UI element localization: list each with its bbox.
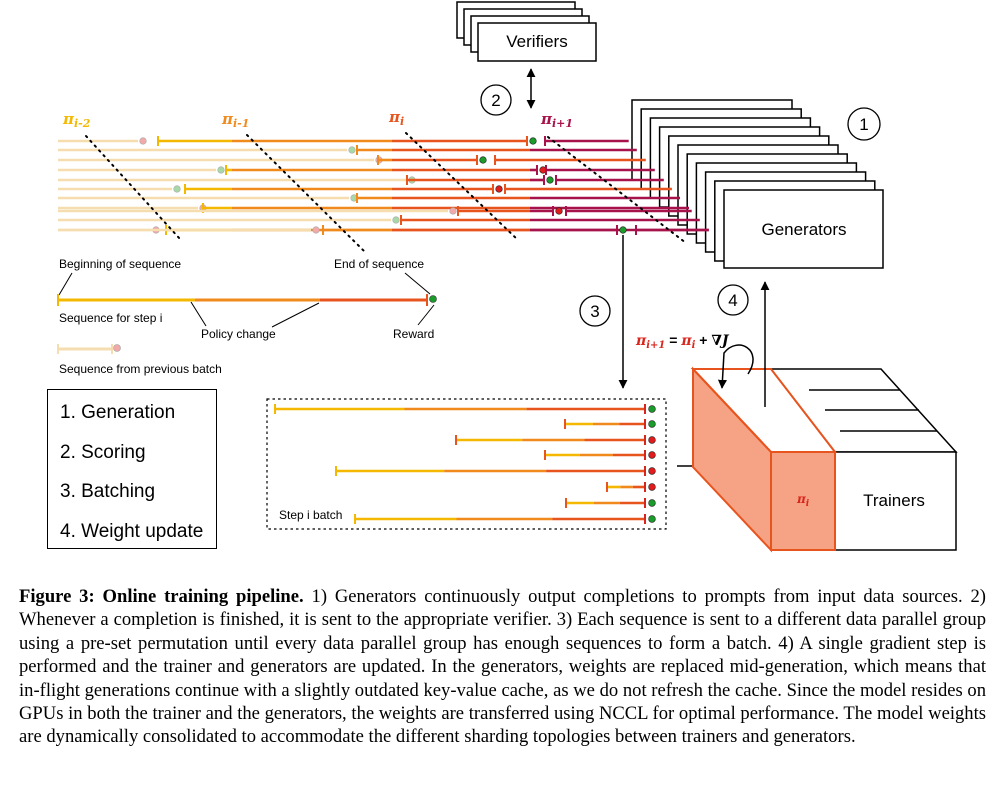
pipeline-diagram: Verifiers 2 Generators 1 πi-2 πi-1 πi πi…: [57, 1, 958, 553]
batch-reward-dot: [648, 405, 656, 413]
batch-reward-dot: [648, 436, 656, 444]
step-3-badge: 3: [579, 295, 611, 327]
reward-dot: [546, 176, 554, 184]
batch-sequences: [274, 404, 656, 524]
svg-text:3: 3: [590, 302, 599, 321]
svg-text:4: 4: [728, 291, 737, 310]
batch-reward-dot: [648, 499, 656, 507]
generation-sequences: [58, 136, 709, 235]
reward-dot: [479, 156, 487, 164]
reward-dot: [348, 146, 356, 154]
batch-reward-dot: [648, 420, 656, 428]
legend-item-weight-update: 4. Weight update: [60, 520, 204, 542]
caption-body: 1) Generators continuously output comple…: [19, 586, 986, 748]
trainers-label: Trainers: [863, 491, 925, 510]
end-label: End of sequence: [334, 257, 424, 271]
gradient-loop-arrow: [717, 344, 754, 389]
policy-label-current: πi: [388, 108, 404, 128]
policy-label-prev2: πi-2: [62, 110, 91, 130]
verifiers-label: Verifiers: [506, 32, 567, 51]
step-2-badge: 2: [480, 84, 512, 116]
legend-item-scoring: 2. Scoring: [60, 441, 146, 463]
policy-label-prev1: πi-1: [221, 110, 249, 130]
verifiers-stack: Verifiers: [456, 1, 597, 62]
batch-reward-dot: [648, 467, 656, 475]
generators-label: Generators: [761, 220, 846, 239]
reward-dot: [392, 216, 400, 224]
policy-change-label: Policy change: [201, 327, 276, 341]
trainers-block: Trainers πi: [690, 366, 958, 553]
prev-batch-sample: [57, 344, 121, 354]
prev-batch-label: Sequence from previous batch: [59, 362, 222, 376]
update-rule: πi+1 = πi + ∇J: [635, 332, 730, 351]
sequence-step-label: Sequence for step i: [59, 311, 162, 325]
reward-dot: [217, 166, 225, 174]
figure-caption: Figure 3: Online training pipeline. 1) G…: [19, 585, 986, 749]
policy-boundaries: [85, 132, 687, 252]
generator-card: [723, 189, 884, 269]
batch-reward-dot: [648, 451, 656, 459]
batch-reward-dot: [648, 515, 656, 523]
step-4-badge: 4: [717, 284, 749, 316]
svg-text:1: 1: [859, 115, 868, 134]
reward-dot: [139, 137, 147, 145]
reward-label: Reward: [393, 327, 434, 341]
reward-dot: [449, 207, 457, 215]
svg-text:2: 2: [491, 91, 500, 110]
caption-title: Figure 3: Online training pipeline.: [19, 586, 304, 607]
reward-dot: [619, 226, 627, 234]
step-1-badge: 1: [847, 107, 881, 141]
policy-label-next: πi+1: [540, 110, 573, 130]
batch-reward-dot: [648, 483, 656, 491]
sample-sequence: [57, 294, 437, 306]
steps-legend: 1. Generation 2. Scoring 3. Batching 4. …: [47, 389, 217, 549]
batch-label: Step i batch: [279, 508, 342, 522]
trainer-policy-label: πi: [796, 492, 810, 509]
reward-dot: [173, 185, 181, 193]
reward-dot: [555, 207, 563, 215]
reward-dot: [495, 185, 503, 193]
beginning-label: Beginning of sequence: [59, 257, 181, 271]
step-batch-box: [266, 398, 667, 530]
generators-stack: [631, 99, 884, 269]
legend-item-batching: 3. Batching: [60, 481, 156, 502]
reward-dot: [529, 137, 537, 145]
reward-dot: [312, 226, 320, 234]
legend-item-generation: 1. Generation: [60, 402, 176, 423]
